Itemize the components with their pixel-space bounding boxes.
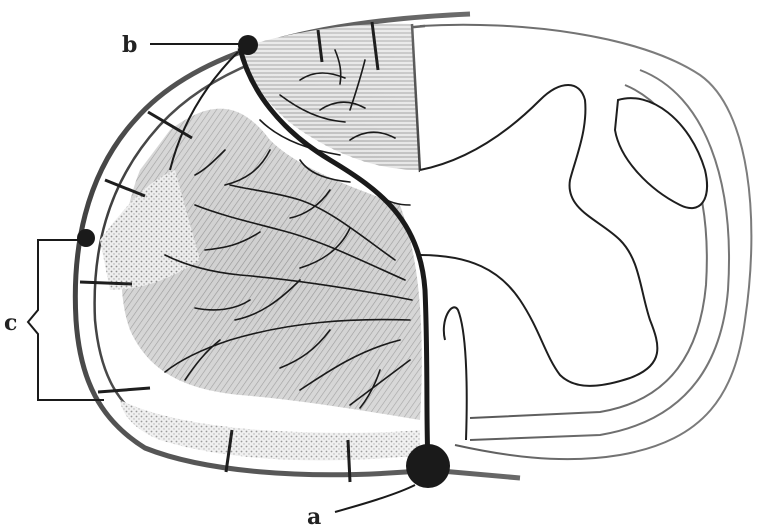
- label-a: a: [307, 504, 321, 527]
- marker-a-dot: [406, 444, 450, 488]
- marker-c-dot: [77, 229, 95, 247]
- leader-line-a: [335, 485, 415, 512]
- marker-b-dot: [238, 35, 258, 55]
- bracket-c: [28, 240, 104, 400]
- median-septum: [444, 307, 467, 440]
- label-c: c: [4, 310, 17, 336]
- label-b: b: [122, 32, 137, 58]
